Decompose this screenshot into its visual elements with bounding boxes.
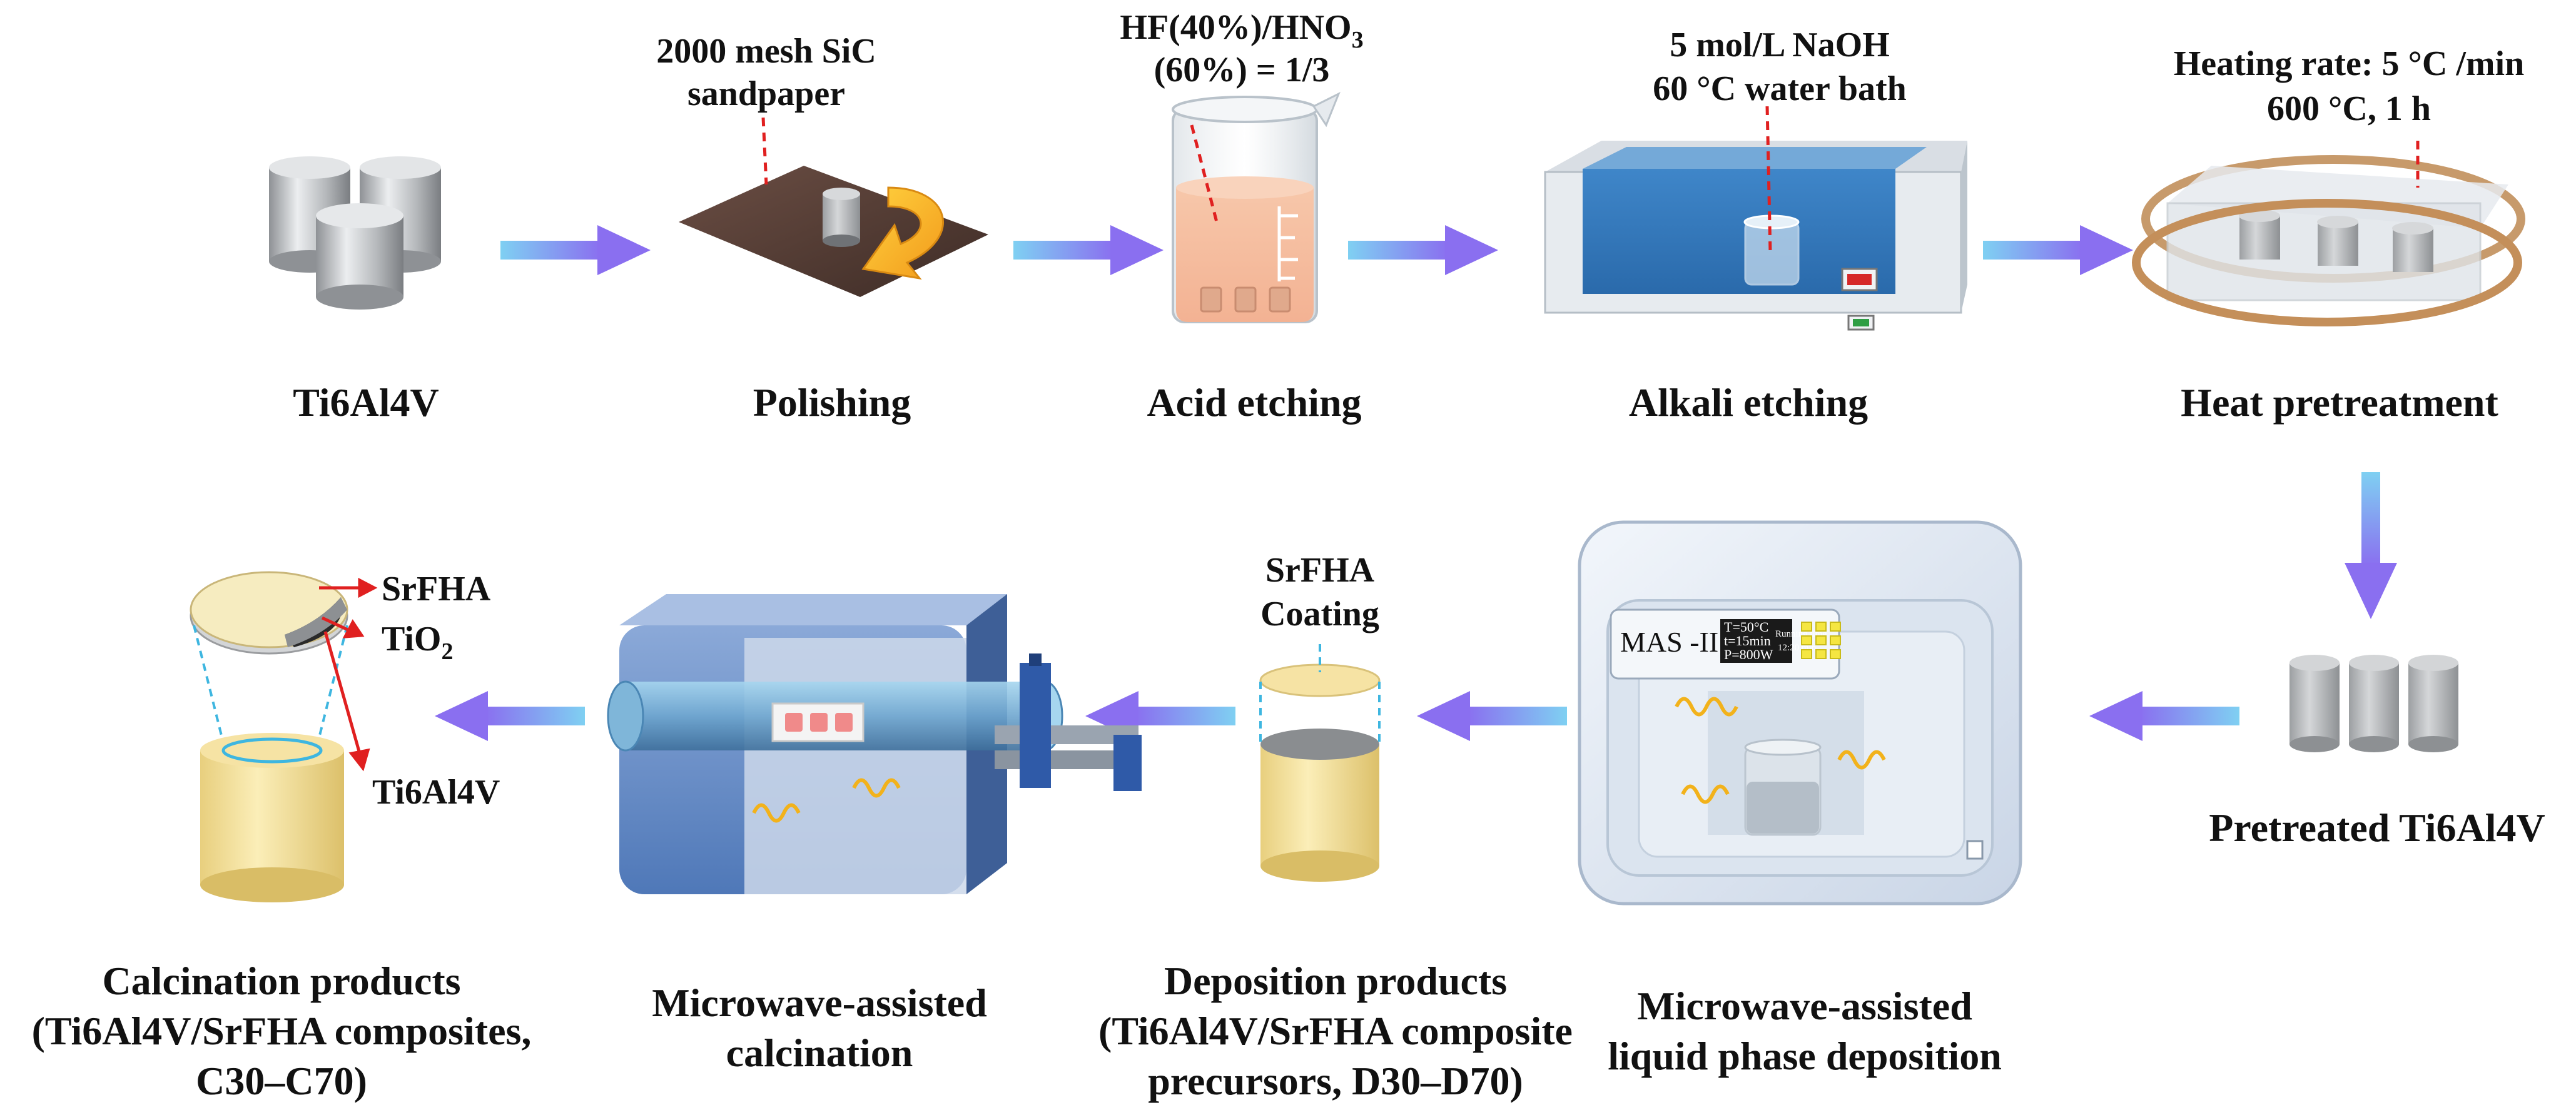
microwave-wave-icon-5 [852,778,901,798]
lcd-line2: t=15min [1724,633,1771,648]
label-deposition-line1: Microwave-assisted [1637,984,1972,1028]
label-acid-etching: Acid etching [1147,380,1361,425]
calcination-product [190,571,348,902]
layer-callout-arrows [319,577,378,772]
label-deposition-products-line1: Deposition products [1164,959,1507,1003]
heat-samples [2239,209,2433,272]
lcd-right1: Running time [1775,629,1827,639]
arrow-raw-to-polishing [500,225,651,275]
control-panel: MAS -II T=50°C t=15min P=800W Running ti… [1610,608,1841,680]
label-deposition-products-line2: (Ti6Al4V/SrFHA composite [1098,1009,1573,1053]
heat-annotation-line2: 600 °C, 1 h [2267,89,2431,128]
label-deposition-products-line3: precursors, D30–D70) [1148,1059,1523,1103]
polishing-illustration [679,166,988,297]
arrow-calcination-to-products [435,691,585,741]
label-heat-pretreatment: Heat pretreatment [2181,380,2498,425]
keypad [1801,622,1841,659]
arrow-heat-to-pretreated [2345,472,2397,619]
label-calcination-products-line1: Calcination products [102,959,460,1003]
alkali-annotation-line2: 60 °C water bath [1653,69,1907,108]
acid-annotation-line2: (60%) = 1/3 [1154,51,1330,89]
heat-pretreatment-furnace [2132,155,2525,326]
lcd-line3: P=800W [1724,647,1773,662]
arrow-deposition-to-products [1417,691,1567,741]
label-polishing: Polishing [753,380,911,425]
acid-annotation-line1: HF(40%)/HNO3 [1120,8,1363,53]
polishing-sample [823,188,860,247]
label-calcination-line2: calcination [726,1031,913,1075]
alkali-annotation-line [1765,106,1772,254]
microwave-wave-icon-2 [1837,750,1886,770]
srfha-coating-disc [1259,663,1381,697]
deposition-beaker [1744,739,1822,836]
label-calcination-line1: Microwave-assisted [652,981,987,1025]
deposition-product-cylinder [1259,644,1381,882]
arrow-acid-to-alkali [1348,225,1498,275]
label-calcination-products-line3: C30–C70) [196,1059,367,1103]
label-alkali-etching: Alkali etching [1629,380,1868,425]
lcd-screen [1720,619,1792,663]
heating-coil-front [2132,199,2522,326]
microwave-calcination-furnace [607,594,1142,894]
layer-label-tio2: TiO2 [382,620,453,665]
panel-title: MAS -II [1620,626,1718,658]
polishing-annotation-line [761,117,768,185]
microwave-wave-icon-1 [1675,697,1738,717]
alkali-beaker [1743,214,1800,286]
arrow-alkali-to-heat [1983,225,2133,275]
oven-door-latch [1966,840,1984,860]
microwave-deposition-oven: MAS -II T=50°C t=15min P=800W Running ti… [1578,520,2022,906]
polishing-annotation-line2: sandpaper [687,74,845,113]
label-deposition-line2: liquid phase deposition [1608,1034,2002,1078]
alkali-annotation-line1: 5 mol/L NaOH [1670,26,1890,64]
ti6al4v-raw-cylinders [269,156,441,310]
pretreated-cylinders [2289,655,2458,752]
srfha-coating-annotation-line2: Coating [1260,595,1379,633]
microwave-wave-icon-4 [752,803,801,823]
acid-etching-beaker [1172,91,1341,323]
lcd-line1: T=50°C [1724,619,1768,635]
layer-cross-section [190,571,348,655]
label-pretreated-ti6al4v: Pretreated Ti6Al4V [2209,805,2545,850]
label-calcination-products-line2: (Ti6Al4V/SrFHA composites, [32,1009,532,1053]
layer-label-srfha: SrFHA [382,570,491,608]
cylinder-front [316,203,403,310]
tube-samples [771,702,865,742]
polishing-annotation-line1: 2000 mesh SiC [656,32,876,71]
heat-annotation-line1: Heating rate: 5 °C /min [2174,44,2525,83]
acid-samples [1200,286,1291,313]
rotation-arrow-icon [861,186,944,280]
tube-holder [995,653,1142,791]
layer-label-ti6al4v: Ti6Al4V [372,773,500,812]
arrow-polishing-to-acid [1013,225,1164,275]
srfha-coating-annotation-line1: SrFHA [1265,551,1375,590]
microwave-wave-icon-3 [1681,784,1730,804]
label-ti6al4v: Ti6Al4V [293,380,439,425]
alkali-water-bath [1544,141,1967,331]
acid-annotation-line [1190,124,1219,223]
arrow-pretreated-to-deposition [2089,691,2239,741]
